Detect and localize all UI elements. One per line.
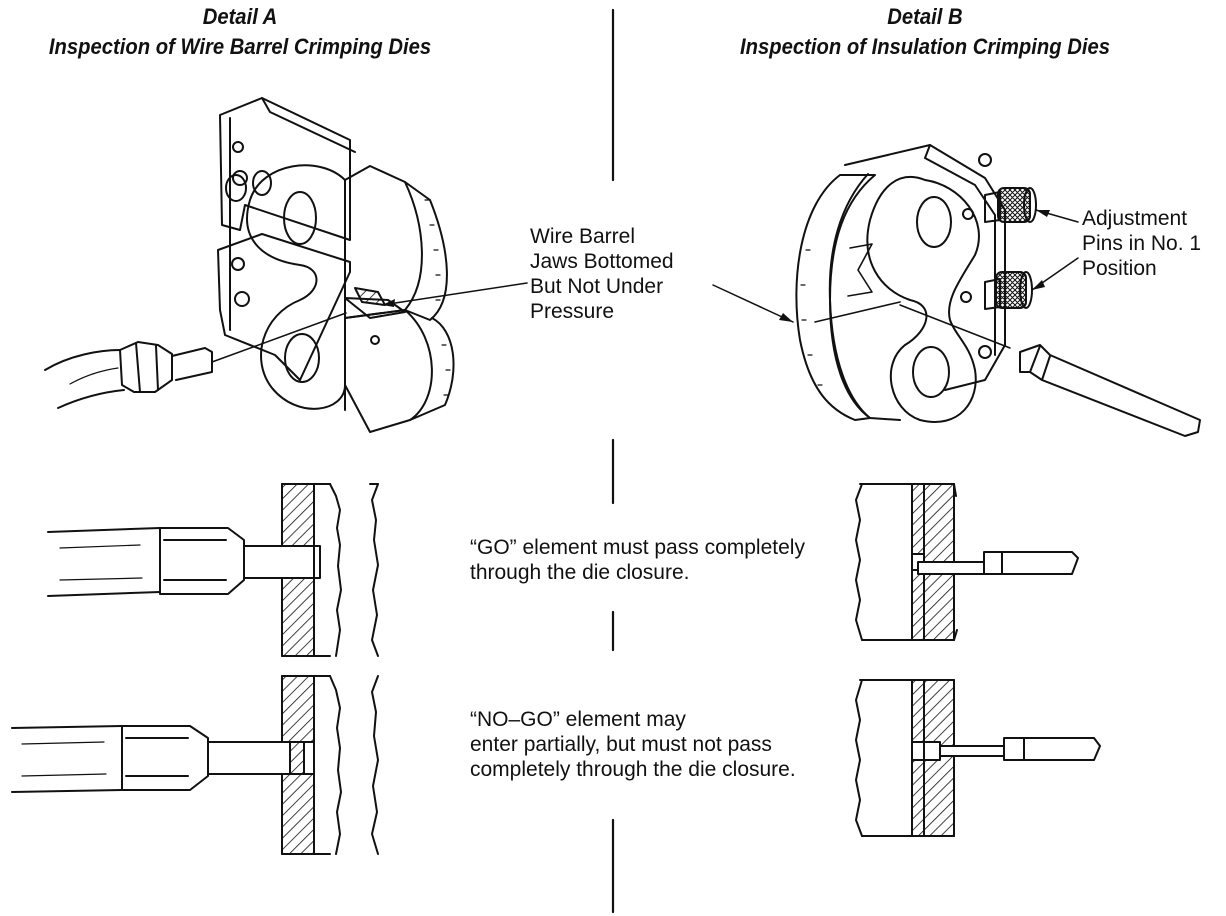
plug-gage-icon: [44, 312, 347, 409]
callout-line: through the die closure.: [470, 561, 690, 584]
callout-line: “GO” element must pass completely: [470, 536, 805, 559]
detail-b-title: Detail B Inspection of Insulation Crimpi…: [718, 2, 1132, 62]
nogo-element-callout: “NO–GO” element may enter partially, but…: [470, 707, 796, 782]
detail-a-subtitle: Inspection of Wire Barrel Crimping Dies: [48, 34, 432, 59]
wire-barrel-callout: Wire Barrel Jaws Bottomed But Not Under …: [530, 224, 674, 324]
go-element-callout: “GO” element must pass completely throug…: [470, 535, 805, 585]
callout-line: completely through the die closure.: [470, 758, 796, 781]
nogo-section-a: [11, 675, 379, 855]
callout-line: Jaws Bottomed: [530, 250, 674, 273]
callout-line: Wire Barrel: [530, 225, 636, 248]
adjustment-pins-leaders: [1031, 209, 1079, 291]
insulation-die-icon: [795, 144, 1006, 423]
go-section-b: [855, 483, 1079, 641]
callout-line: Pins in No. 1: [1082, 232, 1202, 255]
callout-line: But Not Under: [530, 275, 664, 298]
insulation-die-leader: [712, 284, 794, 323]
callout-line: enter partially, but must not pass: [470, 733, 772, 756]
detail-b-heading: Detail B: [887, 4, 963, 29]
nogo-section-b: [855, 679, 1101, 837]
callout-line: “NO–GO” element may: [470, 708, 686, 731]
wire-barrel-leader: [381, 282, 528, 306]
blade-gage-icon: [899, 304, 1201, 437]
detail-b-subtitle: Inspection of Insulation Crimping Dies: [740, 34, 1110, 59]
go-section-a: [47, 483, 379, 657]
callout-line: Position: [1082, 257, 1157, 280]
detail-a-title: Detail A Inspection of Wire Barrel Crimp…: [38, 2, 443, 62]
adjustment-pin-icon: [984, 187, 1037, 310]
adjustment-pins-callout: Adjustment Pins in No. 1 Position: [1082, 206, 1201, 281]
wire-barrel-die-icon: [217, 97, 455, 433]
callout-line: Pressure: [530, 300, 615, 323]
callout-line: Adjustment: [1082, 207, 1188, 230]
detail-a-heading: Detail A: [202, 4, 278, 29]
